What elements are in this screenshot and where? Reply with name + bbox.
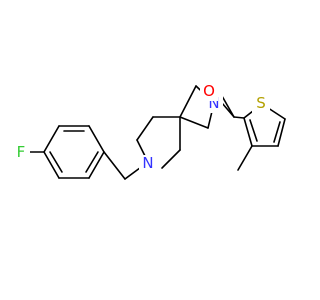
bond [233,116,245,119]
bond [243,117,253,147]
atom-o: O [203,82,215,100]
double-bond-inner [49,151,63,173]
atom-n-piperidine: N [142,154,153,172]
bond [43,125,60,153]
fluorophenyl-ring [43,125,105,179]
bond [161,149,181,169]
molecule-structure: F N N O S [12,82,286,180]
bond [179,85,197,118]
double-bond-inner [85,151,99,173]
bond [136,116,154,141]
bond-co-double [221,95,235,118]
bond [179,116,209,129]
bond [43,151,60,179]
bond [277,118,286,147]
double-bond-inner [249,119,258,142]
piperidine-ring [136,116,181,169]
atom-s: S [256,94,266,112]
atom-f: F [17,143,26,161]
atom-n-pyrrolidine: N [208,94,219,112]
bond [88,151,105,179]
bond-methyl [237,145,253,171]
bond-ch2 [103,151,126,180]
double-bond-inner [273,121,281,143]
bond [88,125,105,153]
carbonyl-group [221,95,235,118]
atom-labels: F N N O S [12,82,270,173]
